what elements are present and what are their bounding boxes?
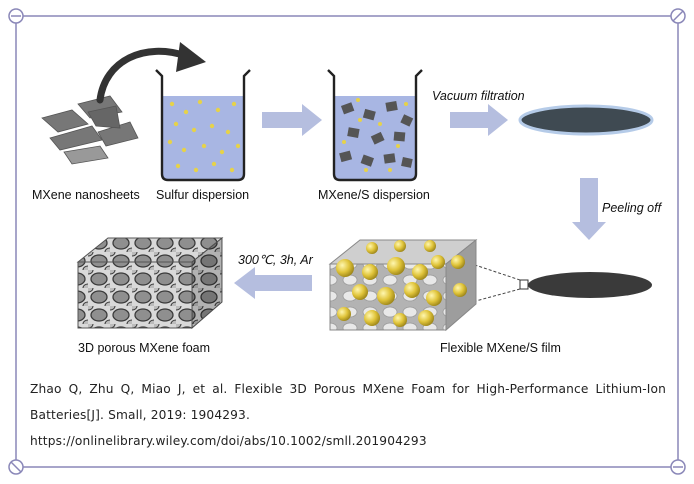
citation-url: https://onlinelibrary.wiley.com/doi/abs/… <box>30 434 427 448</box>
mxene-s-dispersion-beaker <box>327 69 423 182</box>
curved-arrow-head <box>176 42 206 72</box>
process-arrow <box>450 104 508 136</box>
label-mxene-nanosheets: MXene nanosheets <box>32 188 140 202</box>
process-arrow-down <box>572 178 606 240</box>
citation-line-2: Batteries[J]. Small, 2019: 1904293. <box>30 408 250 422</box>
citation-caption: Zhao Q, Zhu Q, Miao J, et al. Flexible 3… <box>30 376 666 454</box>
curved-arrow <box>96 47 190 104</box>
process-arrow <box>262 104 322 136</box>
porous-foam-block <box>76 236 224 330</box>
label-peeling-off: Peeling off <box>602 201 663 215</box>
sulfur-dispersion-beaker <box>155 69 251 182</box>
process-arrow-left <box>234 267 312 299</box>
filtration-disc <box>518 104 654 136</box>
label-sulfur-dispersion: Sulfur dispersion <box>156 188 249 202</box>
corner-circle-icon <box>8 459 24 475</box>
corner-circle-icon <box>670 8 686 24</box>
label-flexible-film: Flexible MXene/S film <box>440 341 561 355</box>
mxene-nanosheets-icon <box>41 95 139 165</box>
flexible-film-block <box>328 238 478 332</box>
zoom-marker <box>519 279 529 290</box>
label-heat-treatment: 300℃, 3h, Ar <box>238 253 314 267</box>
label-porous-foam: 3D porous MXene foam <box>78 341 210 355</box>
label-mxene-s-dispersion: MXene/S dispersion <box>318 188 430 202</box>
citation-line-1: Zhao Q, Zhu Q, Miao J, et al. Flexible 3… <box>30 382 666 396</box>
synthesis-diagram: MXene nanosheets Sulfur dispersion MXene… <box>32 42 663 355</box>
corner-circle-icon <box>8 8 24 24</box>
peeled-film-disc <box>528 272 652 298</box>
corner-circle-icon <box>670 459 686 475</box>
label-vacuum-filtration: Vacuum filtration <box>432 89 525 103</box>
